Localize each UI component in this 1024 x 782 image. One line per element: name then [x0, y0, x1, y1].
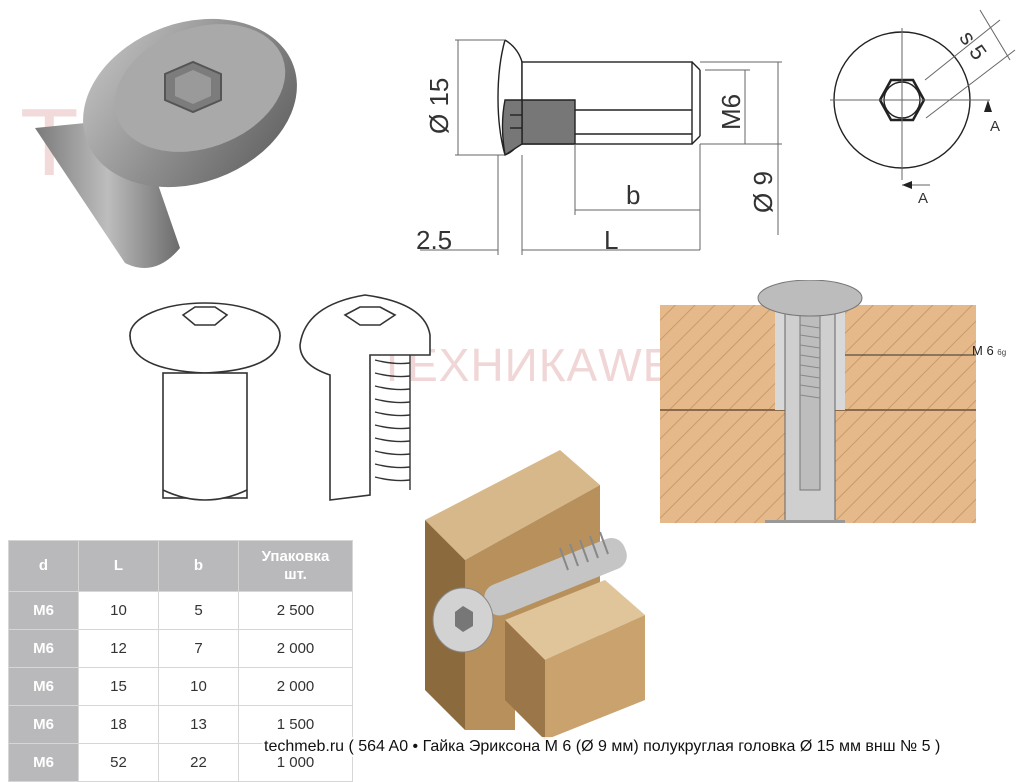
dim-head-height: 2.5 [416, 225, 453, 255]
watermark-center: ТЕХНИКАWEB [378, 339, 707, 391]
header-d: d [8, 540, 79, 592]
dim-thread-length: b [626, 180, 641, 210]
cell-b: 22 [158, 743, 239, 782]
section-a-label: A [990, 118, 1001, 135]
header-b: b [158, 540, 239, 592]
section-a-label-2: A [918, 190, 929, 207]
cell-pack: 2 000 [238, 629, 353, 668]
assembly-section-photo [660, 280, 976, 523]
wood-assembly-render [425, 450, 645, 740]
cell-L: 12 [78, 629, 159, 668]
thread-tolerance: 6g [997, 348, 1007, 357]
table-row: M6 18 13 1 500 [8, 705, 353, 744]
cell-d: M6 [8, 591, 79, 630]
cell-L: 15 [78, 667, 159, 706]
cell-b: 7 [158, 629, 239, 668]
dim-head-diameter: Ø 15 [424, 77, 454, 134]
cell-d: M6 [8, 667, 79, 706]
header-pack-line1: Упаковка [261, 548, 330, 565]
technical-drawing-side [420, 39, 782, 255]
cell-d: M6 [8, 743, 79, 782]
cell-L: 10 [78, 591, 159, 630]
cell-pack: 2 500 [238, 591, 353, 630]
cell-d: M6 [8, 629, 79, 668]
cell-b: 13 [158, 705, 239, 744]
cell-d: M6 [8, 705, 79, 744]
cell-L: 18 [78, 705, 159, 744]
cell-b: 10 [158, 667, 239, 706]
cell-b: 5 [158, 591, 239, 630]
assembly-thread-label: M 6 6g [972, 343, 1006, 358]
header-L: L [78, 540, 159, 592]
dim-body-diameter: Ø 9 [748, 171, 778, 213]
dim-length: L [604, 225, 619, 255]
technical-drawing-top [830, 9, 1016, 189]
caption: techmeb.ru ( 564 A0 • Гайка Эриксона M 6… [262, 737, 943, 757]
table-row: M6 52 22 1 000 [8, 743, 353, 782]
cell-L: 52 [78, 743, 159, 782]
cell-pack: 2 000 [238, 667, 353, 706]
table-row: M6 10 5 2 500 [8, 591, 353, 630]
header-pack-line2: шт. [284, 566, 307, 583]
nut-line-drawing [129, 294, 431, 501]
table-row: M6 12 7 2 000 [8, 629, 353, 668]
thread-size: M 6 [972, 343, 994, 358]
nut-render-3d [35, 18, 297, 268]
dim-thread: M6 [716, 93, 746, 130]
table-row: M6 15 10 2 000 [8, 667, 353, 706]
